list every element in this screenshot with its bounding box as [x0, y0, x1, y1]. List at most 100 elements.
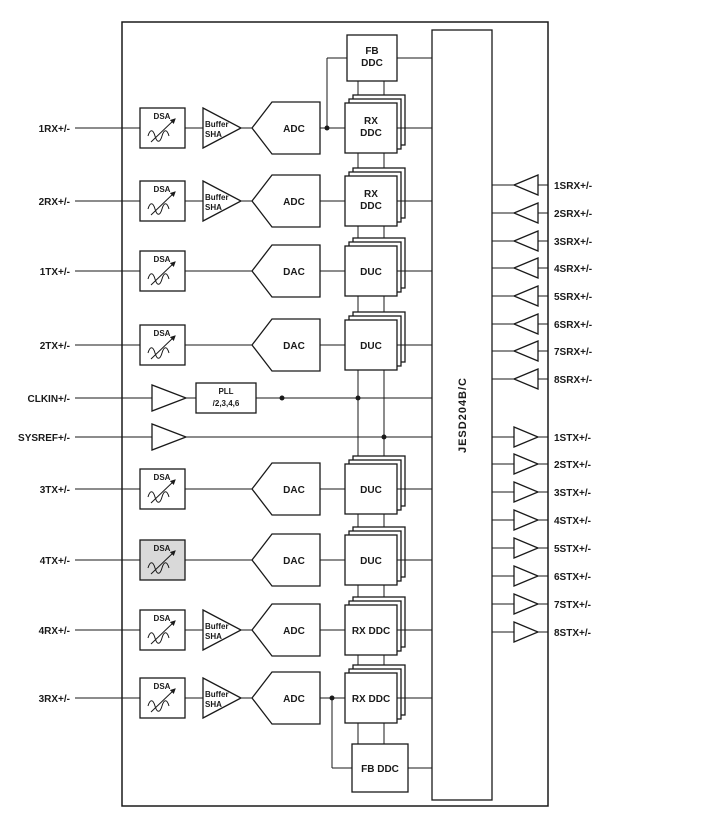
port-label: 1TX+/- — [40, 267, 70, 278]
buffer-sha-amp — [202, 676, 243, 720]
stx-lane — [492, 537, 548, 559]
stx-amp — [513, 453, 540, 475]
dsa-block — [139, 468, 186, 510]
buffer-sha-amp — [202, 608, 243, 652]
rx-ddc-stack: RX DDC — [344, 94, 406, 154]
stx-amp — [513, 565, 540, 587]
jesd-label: JESD204B/C — [457, 377, 469, 453]
ddc-label: DDC — [361, 58, 383, 69]
left-port-labels: 1RX+/- 2RX+/- 1TX+/- 2TX+/- CLKIN+/- SYS… — [18, 124, 70, 705]
srx-amp — [512, 230, 539, 252]
stx-lane — [492, 509, 548, 531]
srx-lane — [492, 368, 548, 390]
jesd-block: JESD204B/C — [431, 29, 493, 801]
port-label: 8STX+/- — [554, 628, 591, 639]
duc-stack: DUC — [344, 237, 406, 297]
port-label: 2STX+/- — [554, 460, 591, 471]
srx-amp — [512, 202, 539, 224]
port-label: 2SRX+/- — [554, 209, 592, 220]
stx-amp — [513, 621, 540, 643]
svg-text:DUC: DUC — [360, 485, 382, 496]
sysref-path — [75, 423, 432, 451]
row-4tx: DSA DAC DUC — [75, 526, 432, 587]
port-label: 3RX+/- — [39, 694, 70, 705]
junction-dot — [324, 125, 330, 131]
attenuator-icon — [147, 118, 176, 143]
pll-label: PLL — [218, 387, 233, 396]
attenuator-icon — [147, 191, 176, 216]
port-label: 4RX+/- — [39, 626, 70, 637]
buffer-label: Buffer — [205, 193, 229, 202]
srx-amp — [512, 340, 539, 362]
stx-amp — [513, 426, 540, 448]
port-label: 6SRX+/- — [554, 320, 592, 331]
dsa-label: DSA — [154, 682, 171, 691]
srx-amp — [512, 174, 539, 196]
dsa-label: DSA — [154, 329, 171, 338]
srx-lane — [492, 230, 548, 252]
sha-label: SHA — [205, 203, 222, 212]
row-3rx: DSA Buffer SHA ADC RX DDC — [75, 664, 432, 725]
svg-text:DUC: DUC — [360, 267, 382, 278]
port-label: 1STX+/- — [554, 433, 591, 444]
fb-ddc-block — [351, 743, 409, 793]
srx-lane — [492, 174, 548, 196]
dsa-label: DSA — [154, 255, 171, 264]
svg-text:RX DDC: RX DDC — [352, 694, 390, 705]
buffer-label: Buffer — [205, 690, 229, 699]
attenuator-icon — [147, 550, 176, 575]
dsa-label: DSA — [154, 112, 171, 121]
srx-lane — [492, 202, 548, 224]
clk-buffer-amp — [151, 384, 188, 412]
svg-text:RX: RX — [364, 116, 378, 127]
adc-label: ADC — [283, 626, 305, 637]
stx-amp — [513, 509, 540, 531]
buffer-sha-amp — [202, 106, 243, 150]
row-1rx: DSA Buffer SHA ADC RX DDC — [75, 94, 432, 155]
port-label: 1RX+/- — [39, 124, 70, 135]
srx-lane — [492, 257, 548, 279]
dsa-block — [139, 677, 186, 719]
adc-label: ADC — [283, 124, 305, 135]
dsa-block — [139, 180, 186, 222]
pll-divider-label: /2,3,4,6 — [213, 399, 240, 408]
attenuator-icon — [147, 688, 176, 713]
junction-dot — [279, 395, 285, 401]
duc-stack: DUC — [344, 455, 406, 515]
dsa-block — [139, 250, 186, 292]
dsa-label: DSA — [154, 614, 171, 623]
row-3tx: DSA DAC DUC — [75, 455, 432, 516]
srx-amp — [512, 257, 539, 279]
dac-label: DAC — [283, 267, 305, 278]
stx-port-labels: 1STX+/- 2STX+/- 3STX+/- 4STX+/- 5STX+/- … — [554, 433, 591, 639]
fb-ddc-block — [346, 34, 398, 82]
stx-lane — [492, 565, 548, 587]
stx-lane — [492, 621, 548, 643]
stx-lane — [492, 453, 548, 475]
svg-text:DDC: DDC — [360, 128, 382, 139]
port-label: 4SRX+/- — [554, 264, 592, 275]
chip-border — [121, 21, 549, 807]
port-label: 1SRX+/- — [554, 181, 592, 192]
attenuator-icon — [147, 479, 176, 504]
stx-lanes — [492, 426, 548, 643]
port-label: 2RX+/- — [39, 197, 70, 208]
srx-lane — [492, 313, 548, 335]
port-label: 7STX+/- — [554, 600, 591, 611]
svg-text:RX: RX — [364, 189, 378, 200]
fb-ddc-label: FB DDC — [361, 764, 399, 775]
dsa-label: DSA — [154, 185, 171, 194]
junction-dot — [329, 695, 335, 701]
dsa-block-disabled — [139, 539, 186, 581]
row-4rx: DSA Buffer SHA ADC RX DDC — [75, 596, 432, 657]
dsa-block — [139, 107, 186, 149]
buffer-label: Buffer — [205, 622, 229, 631]
stx-amp — [513, 593, 540, 615]
fb-ddc-top: FB DDC — [324, 34, 432, 131]
attenuator-icon — [147, 335, 176, 360]
dac-label: DAC — [283, 556, 305, 567]
port-label: 4STX+/- — [554, 516, 591, 527]
clkin-path: PLL /2,3,4,6 — [75, 382, 432, 414]
port-label: SYSREF+/- — [18, 433, 70, 444]
